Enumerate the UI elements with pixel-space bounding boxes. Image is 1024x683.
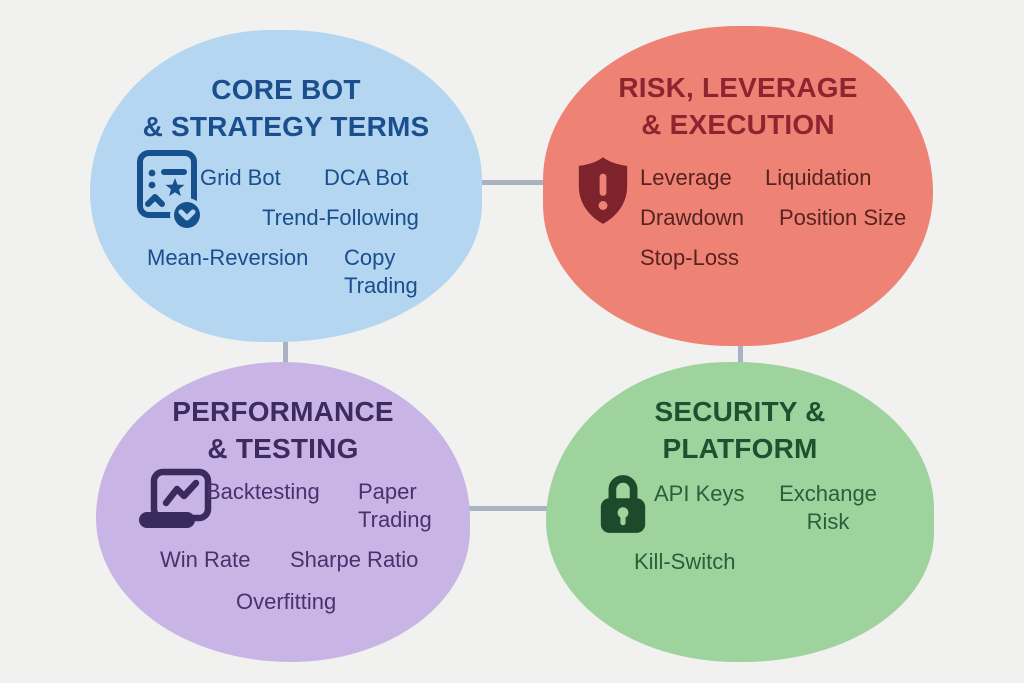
group-risk-leverage-execution: RISK, LEVERAGE & EXECUTION Leverage Liqu… [543,26,933,346]
term-grid-bot: Grid Bot [200,165,281,190]
connector-bottom [283,506,740,511]
connector-left [283,184,288,514]
term-trend-following: Trend-Following [262,205,419,230]
connector-top [285,180,740,185]
term-overfitting: Overfitting [236,589,337,614]
term-exchange-risk: Exchange Risk [779,481,877,535]
group-title-line1: RISK, LEVERAGE [618,72,858,103]
term-kill-switch: Kill-Switch [634,549,736,574]
term-sharpe-ratio: Sharpe Ratio [290,547,419,572]
group-title-line2: & EXECUTION [641,108,835,140]
padlock-icon [600,475,646,533]
term-mean-reversion: Mean-Reversion [147,245,309,270]
group-core-bot-strategy: CORE BOT & STRATEGY TERMS Grid Bot DCA B… [90,30,482,342]
group-title: RISK, LEVERAGE & EXECUTION [543,70,933,144]
term-dca-bot: DCA Bot [324,165,409,190]
group-title-line2: PLATFORM [662,432,818,464]
group-title: SECURITY & PLATFORM [546,394,934,468]
group-security-platform: SECURITY & PLATFORM API Keys Exchange Ri… [546,362,934,662]
term-liquidation: Liquidation [765,165,872,190]
group-title-line2: & TESTING [207,432,359,464]
group-title-line1: SECURITY & [654,396,826,427]
group-title: PERFORMANCE & TESTING [96,394,470,468]
strategy-checklist-icon [137,150,204,232]
term-position-size: Position Size [779,205,907,230]
term-drawdown: Drawdown [640,205,744,230]
term-api-keys: API Keys [654,481,745,506]
term-stop-loss: Stop-Loss [640,245,740,270]
warning-shield-icon [578,157,628,224]
term-backtesting: Backtesting [206,479,320,504]
group-title-line1: CORE BOT [211,74,361,105]
group-performance-testing: PERFORMANCE & TESTING Backtesting Paper … [96,362,470,662]
laptop-chart-icon [139,468,212,528]
term-paper-trading: Paper Trading [358,479,432,533]
term-leverage: Leverage [640,165,732,190]
term-win-rate: Win Rate [160,547,251,572]
group-title-line1: PERFORMANCE [172,396,394,427]
connector-right [738,184,743,510]
group-title-line2: & STRATEGY TERMS [142,110,430,142]
group-title: CORE BOT & STRATEGY TERMS [90,72,482,146]
term-copy-trading: Copy Trading [344,245,418,299]
